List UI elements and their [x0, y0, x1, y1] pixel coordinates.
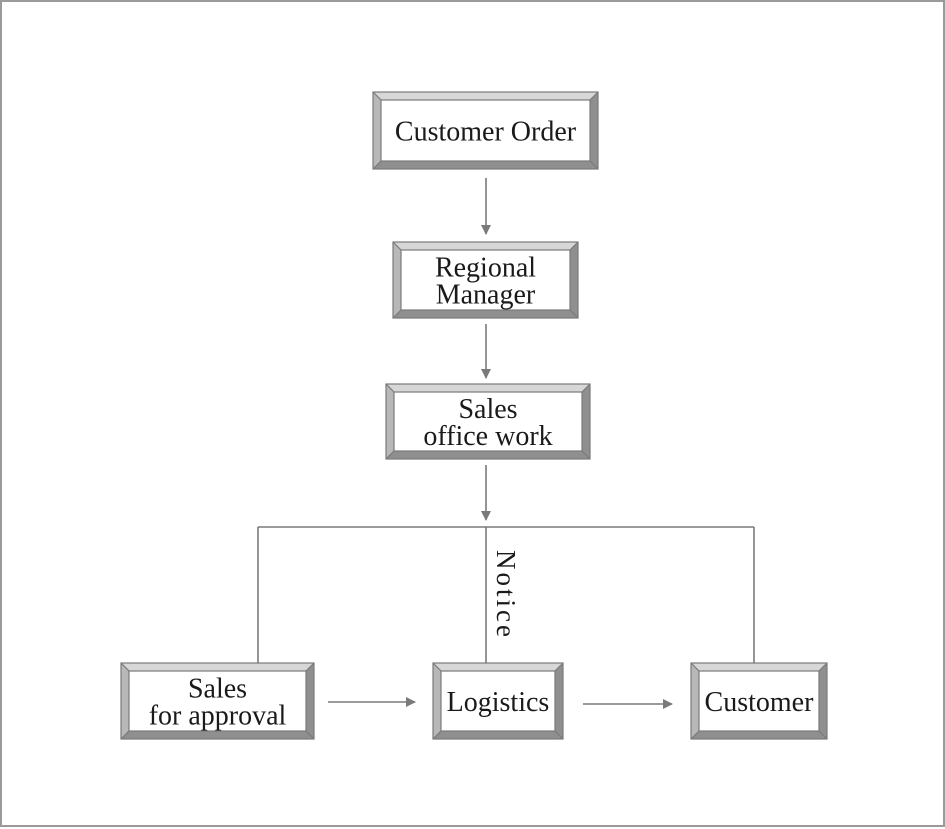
sales-office-work-label-line-2: office work [423, 421, 552, 452]
notice-label: Notice [491, 550, 521, 640]
connectors [257, 178, 755, 709]
boxes-layer: Customer OrderRegionalManagerSalesoffice… [120, 91, 828, 740]
sales-office-work-label-line-1: Sales [458, 394, 517, 425]
customer-box: Customer [690, 662, 828, 740]
regional-manager-label-line-1: Regional [435, 253, 536, 284]
customer-order-box: Customer Order [372, 91, 599, 170]
sales-for-approval-label-line-1: Sales [188, 674, 247, 705]
logistics-box: Logistics [432, 662, 564, 740]
customer-label-line-1: Customer [705, 687, 815, 718]
regional-manager-label-line-2: Manager [436, 280, 536, 311]
logistics-label-line-1: Logistics [447, 687, 550, 718]
customer-order-label-line-1: Customer Order [395, 117, 577, 148]
sales-for-approval-label-line-2: for approval [149, 701, 287, 732]
